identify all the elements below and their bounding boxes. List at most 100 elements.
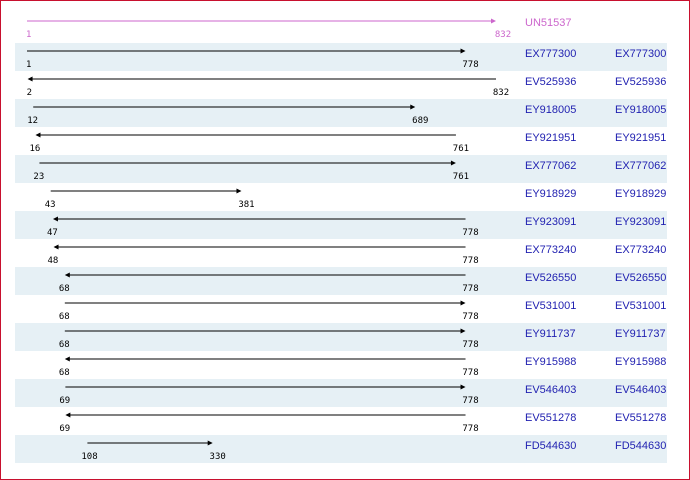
accession-link[interactable]: EV525936 <box>615 76 666 88</box>
alignment-start-coord: 12 <box>27 116 38 126</box>
row-band <box>15 267 667 295</box>
accession-label[interactable]: EV525936 <box>525 76 576 88</box>
alignment-start-coord: 16 <box>29 144 40 154</box>
alignment-end-coord: 778 <box>462 60 478 70</box>
alignment-start-coord: 68 <box>59 284 70 294</box>
row-band <box>15 99 667 127</box>
accession-link[interactable]: EV531001 <box>615 300 666 312</box>
accession-label[interactable]: EV551278 <box>525 412 576 424</box>
alignment-arrowhead <box>207 440 213 446</box>
alignment-arrowhead <box>460 384 466 390</box>
accession-link[interactable]: EY918005 <box>615 104 666 116</box>
accession-label[interactable]: EY911737 <box>525 328 576 340</box>
query-label[interactable]: UN51537 <box>525 17 571 29</box>
alignment-start-coord: 1 <box>26 60 31 70</box>
accession-label[interactable]: EV526550 <box>525 272 576 284</box>
accession-link[interactable]: FD544630 <box>615 440 666 452</box>
alignment-start-coord: 68 <box>59 368 70 378</box>
accession-label[interactable]: EY923091 <box>525 216 576 228</box>
alignment-arrowhead <box>236 188 242 194</box>
accession-label[interactable]: EY918005 <box>525 104 576 116</box>
alignment-row: 1 778 EX777300 EX777300 <box>15 43 667 71</box>
alignment-arrowhead <box>460 300 466 306</box>
alignment-arrowhead <box>460 328 466 334</box>
alignment-row: 69 778 EV551278 EV551278 <box>59 412 666 434</box>
query-end-coord: 832 <box>495 30 511 40</box>
alignment-arrowhead <box>450 160 456 166</box>
alignment-end-coord: 778 <box>462 368 478 378</box>
alignment-start-coord: 108 <box>81 452 97 462</box>
alignment-arrowhead <box>64 272 70 278</box>
query-arrowhead <box>491 18 496 24</box>
alignment-row: 16 761 EY921951 EY921951 <box>29 132 666 154</box>
alignment-arrowhead <box>64 356 70 362</box>
alignment-arrowhead <box>410 104 416 110</box>
alignment-start-coord: 43 <box>45 200 56 210</box>
row-band <box>15 435 667 463</box>
alignment-arrowhead <box>65 412 71 418</box>
alignment-end-coord: 330 <box>210 452 226 462</box>
accession-link[interactable]: EV546403 <box>615 384 666 396</box>
alignment-start-coord: 69 <box>59 424 70 434</box>
alignment-row: 68 778 EV531001 EV531001 <box>59 300 667 322</box>
alignment-start-coord: 23 <box>33 172 44 182</box>
alignment-arrowhead <box>53 244 59 250</box>
accession-label[interactable]: EX773240 <box>525 244 576 256</box>
alignment-end-coord: 778 <box>462 396 478 406</box>
alignment-row: 68 778 EY915988 EY915988 <box>59 356 667 378</box>
accession-link[interactable]: EY923091 <box>615 216 666 228</box>
accession-label[interactable]: EV531001 <box>525 300 576 312</box>
accession-link[interactable]: EV551278 <box>615 412 666 424</box>
accession-label[interactable]: FD544630 <box>525 440 576 452</box>
row-band <box>15 155 667 183</box>
accession-label[interactable]: EX777062 <box>525 160 576 172</box>
accession-link[interactable]: EY918929 <box>615 188 666 200</box>
alignment-end-coord: 778 <box>462 228 478 238</box>
alignment-start-coord: 68 <box>59 340 70 350</box>
query-track: 1 832 UN51537 <box>26 17 571 40</box>
accession-link[interactable]: EX777062 <box>615 160 666 172</box>
accession-link[interactable]: EY911737 <box>615 328 666 340</box>
accession-label[interactable]: EX777300 <box>525 48 576 60</box>
alignment-end-coord: 778 <box>462 424 478 434</box>
row-band <box>15 379 667 407</box>
accession-link[interactable]: EX777300 <box>615 48 666 60</box>
accession-link[interactable]: EY921951 <box>615 132 666 144</box>
alignment-end-coord: 778 <box>462 284 478 294</box>
alignment-row: 43 381 EY918929 EY918929 <box>45 188 667 210</box>
alignment-end-coord: 832 <box>493 88 509 98</box>
accession-link[interactable]: EV526550 <box>615 272 666 284</box>
alignment-arrowhead <box>52 216 58 222</box>
accession-label[interactable]: EV546403 <box>525 384 576 396</box>
alignment-start-coord: 69 <box>59 396 70 406</box>
accession-label[interactable]: EY918929 <box>525 188 576 200</box>
alignment-row: 68 778 EV526550 EV526550 <box>15 267 667 295</box>
row-band <box>15 323 667 351</box>
alignment-row: 23 761 EX777062 EX777062 <box>15 155 667 183</box>
alignment-row: 108 330 FD544630 FD544630 <box>15 435 667 463</box>
alignment-start-coord: 68 <box>59 312 70 322</box>
alignment-row: 68 778 EY911737 EY911737 <box>15 323 667 351</box>
alignment-end-coord: 778 <box>462 340 478 350</box>
accession-label[interactable]: EY921951 <box>525 132 576 144</box>
alignment-arrowhead <box>460 48 466 54</box>
alignment-end-coord: 778 <box>462 256 478 266</box>
query-start-coord: 1 <box>26 30 31 40</box>
alignment-end-coord: 778 <box>462 312 478 322</box>
alignment-end-coord: 381 <box>238 200 254 210</box>
accession-link[interactable]: EY915988 <box>615 356 666 368</box>
row-band <box>15 211 667 239</box>
row-band <box>15 43 667 71</box>
accession-link[interactable]: EX773240 <box>615 244 666 256</box>
accession-label[interactable]: EY915988 <box>525 356 576 368</box>
alignment-end-coord: 761 <box>453 172 469 182</box>
alignment-row: 69 778 EV546403 EV546403 <box>15 379 667 407</box>
alignment-arrowhead <box>35 132 41 138</box>
alignment-end-coord: 761 <box>453 144 469 154</box>
